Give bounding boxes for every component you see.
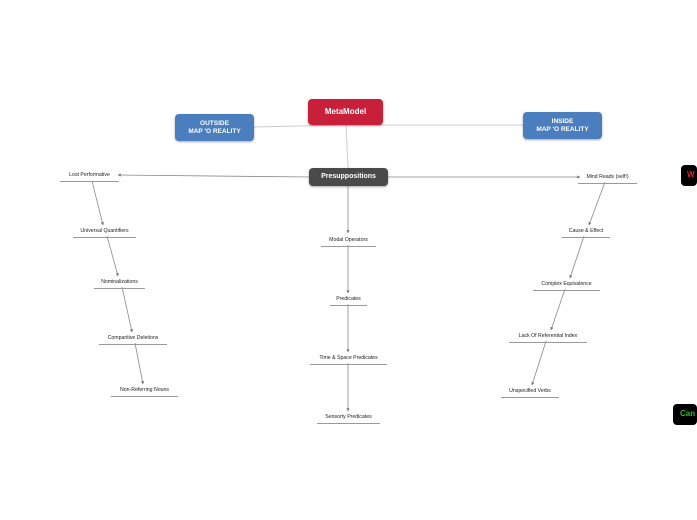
left-topic-universal-quantifiers[interactable]: Universal Quantifiers [73,228,136,238]
connector-central-outside [252,124,346,128]
right-topic-mind-reads[interactable]: Mind Reads (self!) [578,174,637,184]
edge-tag-top-text: W [687,170,695,179]
branch-outside-line2: MAP 'O REALITY [188,127,241,135]
central-topic-metamodel[interactable]: MetaModel [308,99,383,125]
branch-outside-line1: OUTSIDE [200,120,229,128]
center-topic-predicates[interactable]: Predicates [330,296,367,306]
right-topic-unspecified-verbs[interactable]: Unspecified Verbs [501,388,559,398]
left-topic-non-referring-nouns[interactable]: Non-Referring Nouns [111,387,178,397]
right-topic-cause-effect[interactable]: Cause & Effect [562,228,610,238]
edge-tag-bottom-text: Can [680,409,696,418]
edge-tag-bottom[interactable]: Can [673,404,697,425]
connector-right-1 [588,181,606,226]
connector-right-3 [550,288,566,331]
presuppositions-label: Presuppositions [321,172,376,180]
branch-inside-line2: MAP 'O REALITY [536,125,589,133]
connector-left-4 [134,342,145,385]
edge-tag-top[interactable]: W [681,165,697,186]
connector-left-3 [121,286,133,333]
left-topic-comparitive-deletions[interactable]: Comparitive Deletions [99,335,167,345]
center-topic-time-space-predicates[interactable]: Time & Space Predicates [310,355,387,365]
connector-central-presuppositions [345,123,349,169]
right-topic-lack-of-referential-index[interactable]: Lack Of Referential Index [509,333,587,343]
left-topic-nominalizations[interactable]: Nominalizations [94,279,145,289]
center-topic-sensorty-predicates[interactable]: Sensorty Predicates [317,414,380,424]
connector-presup-left [117,173,310,178]
central-topic-label: MetaModel [324,107,367,117]
connector-left-2 [106,235,119,277]
center-topic-modal-operators[interactable]: Modal Operators [321,237,376,247]
branch-outside-map[interactable]: OUTSIDE MAP 'O REALITY [175,114,254,141]
branch-inside-map[interactable]: INSIDE MAP 'O REALITY [523,112,602,139]
connector-left-1 [91,180,104,226]
connector-right-4 [531,340,547,386]
presuppositions-node[interactable]: Presuppositions [309,168,388,186]
branch-inside-line1: INSIDE [551,118,574,126]
right-topic-complex-equivalence[interactable]: Complex Equivalence [533,281,600,291]
left-topic-lost-performative[interactable]: Lost Performative [60,172,119,182]
connector-right-2 [569,235,585,279]
